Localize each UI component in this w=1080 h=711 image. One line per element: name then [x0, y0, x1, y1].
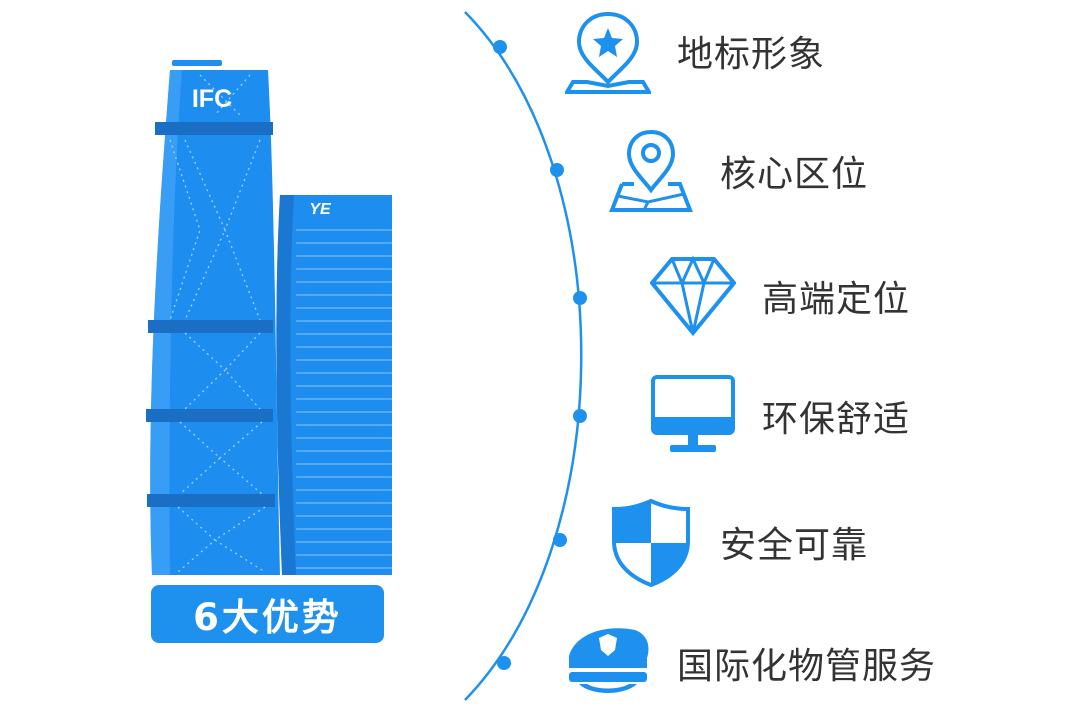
ifc-tower: IFC	[146, 60, 280, 575]
connector-dot	[573, 291, 587, 305]
connector-dot	[493, 40, 507, 54]
monitor-icon	[651, 375, 735, 452]
advantage-item: 安全可靠	[608, 497, 868, 587]
ifc-sign: IFC	[192, 85, 232, 113]
advantages-badge: 6大优势	[151, 585, 384, 643]
advantage-label: 环保舒适	[762, 399, 911, 440]
advantage-item: 高端定位	[650, 253, 910, 339]
advantage-item: 环保舒适	[650, 373, 910, 459]
map-pin-icon	[609, 129, 693, 212]
advantage-item: 核心区位	[608, 128, 868, 214]
advantage-label: 核心区位	[720, 154, 869, 195]
advantage-label: 国际化物管服务	[677, 646, 937, 687]
location-star-icon	[565, 11, 651, 94]
diamond-icon	[650, 255, 736, 337]
connector-arc	[464, 11, 583, 701]
advantage-item: 国际化物管服务	[565, 620, 936, 706]
shield-icon	[612, 498, 690, 587]
connector-dot	[553, 533, 567, 547]
ye-sign: YE	[309, 201, 332, 218]
advantage-label: 地标形象	[677, 34, 826, 75]
connector-dot	[573, 409, 587, 423]
connector-dots	[493, 40, 587, 670]
ye-tower: YE	[276, 195, 392, 575]
police-cap-icon	[569, 628, 649, 693]
advantage-item: 地标形象	[565, 8, 825, 94]
connector-dot	[497, 656, 511, 670]
connector-dot	[550, 163, 564, 177]
advantage-label: 安全可靠	[720, 525, 869, 566]
advantage-label: 高端定位	[762, 279, 911, 320]
